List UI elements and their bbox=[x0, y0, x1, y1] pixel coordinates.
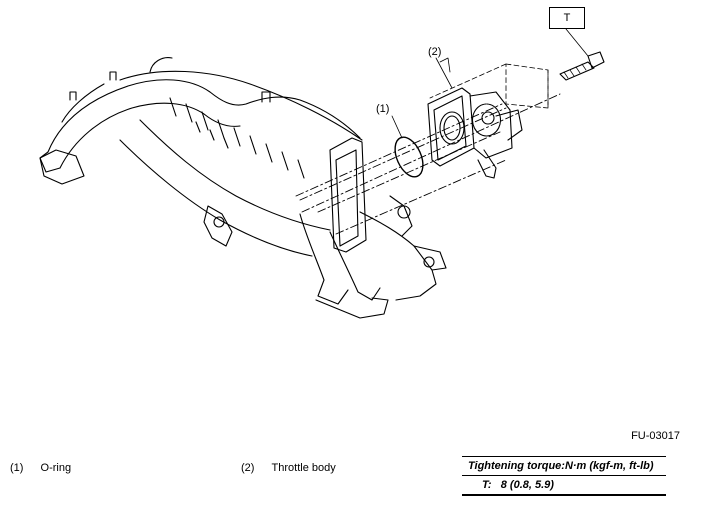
legend-number: (2) bbox=[241, 462, 255, 474]
torque-value: T: 8 (0.8, 5.9) bbox=[462, 475, 666, 496]
torque-heading: Tightening torque:N·m (kgf-m, ft-lb) bbox=[462, 456, 666, 475]
legend-item-1: (1) O-ring bbox=[10, 462, 71, 474]
callout-1: (1) bbox=[376, 103, 390, 115]
torque-table: Tightening torque:N·m (kgf-m, ft-lb) T: … bbox=[462, 456, 666, 496]
bolt-drawing bbox=[559, 28, 605, 81]
exploded-diagram bbox=[39, 28, 605, 319]
throttle-body-drawing bbox=[427, 57, 523, 179]
phantom-box bbox=[429, 63, 549, 109]
alignment-lines bbox=[295, 93, 561, 235]
o-ring-drawing bbox=[394, 136, 424, 178]
tool-callout-box: T bbox=[549, 7, 585, 29]
figure-id: FU-03017 bbox=[631, 430, 680, 442]
callout-2: (2) bbox=[428, 46, 442, 58]
intake-manifold bbox=[39, 57, 447, 319]
legend-number: (1) bbox=[10, 462, 24, 474]
legend-text: O-ring bbox=[40, 462, 72, 474]
legend-text: Throttle body bbox=[271, 462, 336, 474]
legend-item-2: (2) Throttle body bbox=[241, 462, 336, 474]
